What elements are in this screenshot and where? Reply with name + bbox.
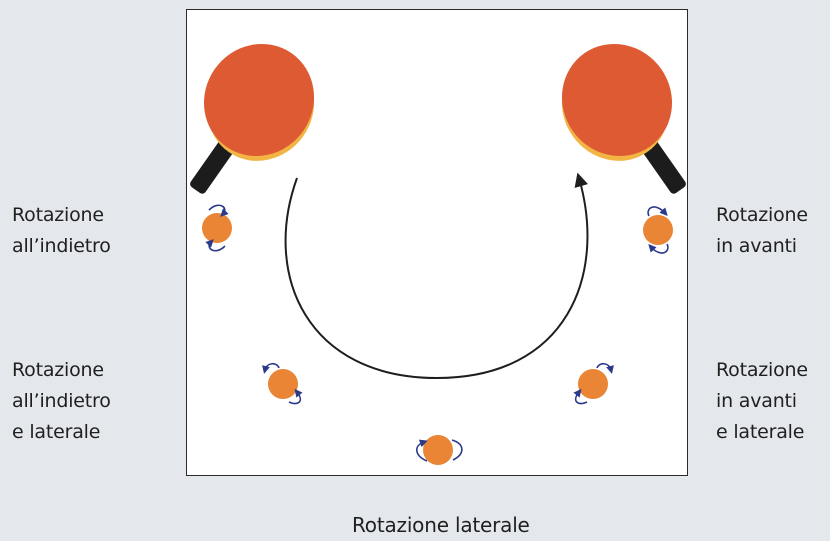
label-backspin-sidespin-line-2: all’indietro [12,386,111,417]
label-backspin-line-1: Rotazione [12,200,111,231]
label-topspin: Rotazione in avanti [716,200,808,262]
paddle-left-icon [187,22,338,222]
label-backspin-line-2: all’indietro [12,231,111,262]
label-topspin-line-1: Rotazione [716,200,808,231]
label-backspin-sidespin-line-1: Rotazione [12,355,111,386]
label-backspin-sidespin: Rotazione all’indietro e laterale [12,355,111,448]
label-topspin-sidespin-line-1: Rotazione [716,355,808,386]
label-backspin: Rotazione all’indietro [12,200,111,262]
spin-diagram-canvas [187,10,687,475]
label-topspin-sidespin: Rotazione in avanti e laterale [716,355,808,448]
label-sidespin-text: Rotazione laterale [352,510,530,541]
ball-topspin-sidespin-icon [576,364,611,404]
ball-sidespin-icon [417,435,462,465]
label-sidespin: Rotazione laterale [352,510,530,541]
ball-topspin-icon [643,207,673,253]
label-topspin-sidespin-line-3: e laterale [716,417,808,448]
trajectory-arrow-icon [286,178,588,378]
label-topspin-sidespin-line-2: in avanti [716,386,808,417]
label-topspin-line-2: in avanti [716,231,808,262]
ball-backspin-icon [202,205,232,250]
ball-backspin-sidespin-icon [265,364,300,404]
label-backspin-sidespin-line-3: e laterale [12,417,111,448]
spin-diagram-panel [186,9,688,476]
paddle-right-icon [538,22,687,222]
